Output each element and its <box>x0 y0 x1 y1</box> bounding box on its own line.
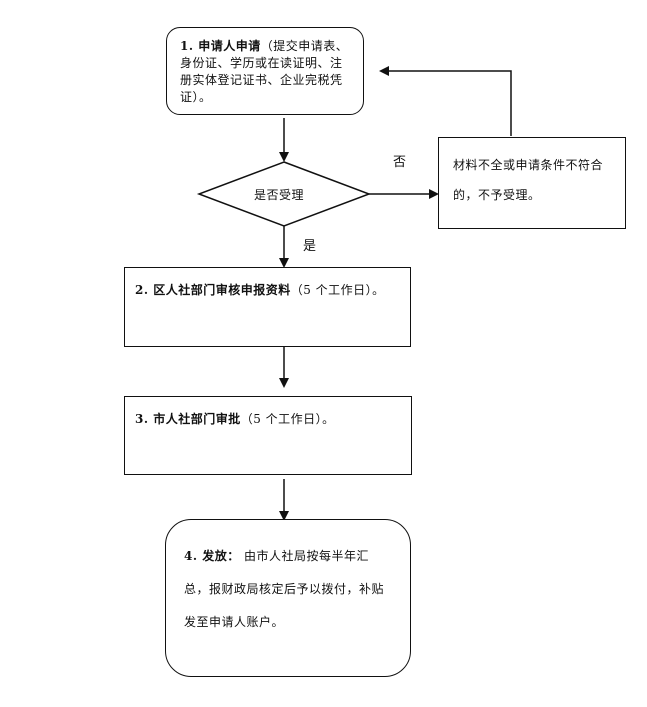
step1-title: 1. 申请人申请 <box>180 39 261 53</box>
arrow-reject-to-step1 <box>379 66 512 136</box>
step4-text: 由市人社局按每半年汇总，报财政局核定后予以拨付，补贴发至申请人账户。 <box>184 549 385 629</box>
reject-box: 材料不全或申请条件不符合的，不予受理。 <box>438 137 626 229</box>
edge-label-yes: 是 <box>303 239 317 254</box>
step3-text: （5 个工作日）。 <box>240 412 335 426</box>
step4-title: 4. 发放： <box>184 549 240 563</box>
step4-box: 4. 发放： 由市人社局按每半年汇总，报财政局核定后予以拨付，补贴发至申请人账户… <box>165 519 411 677</box>
step2-box: 2. 区人社部门审核申报资料（5 个工作日）。 <box>124 267 411 347</box>
step1-box: 1. 申请人申请（提交申请表、身份证、学历或在读证明、注册实体登记证书、企业完税… <box>166 27 364 115</box>
reject-text: 材料不全或申请条件不符合的，不予受理。 <box>453 158 604 202</box>
step3-box: 3. 市人社部门审批（5 个工作日）。 <box>124 396 412 475</box>
edge-label-no: 否 <box>393 155 407 170</box>
decision-label: 是否受理 <box>254 188 305 202</box>
step1-text: （提交申请表、身份证、学历或在读证明、注册实体登记证书、企业完税凭证）。 <box>180 39 349 104</box>
step3-title: 3. 市人社部门审批 <box>135 412 241 426</box>
step2-title: 2. 区人社部门审核申报资料 <box>135 283 291 297</box>
step2-text: （5 个工作日）。 <box>290 283 385 297</box>
